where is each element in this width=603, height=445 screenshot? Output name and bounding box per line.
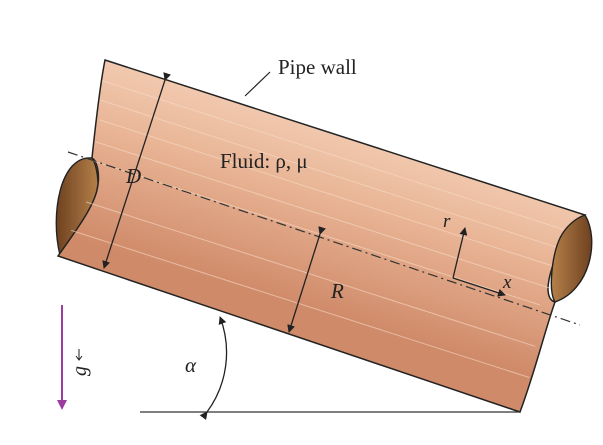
x-axis-arrow — [452, 277, 506, 297]
pipe-body — [56, 59, 587, 413]
x-axis-label: x — [502, 272, 512, 293]
angle-arc — [199, 316, 228, 421]
pipe-wall-label: Pipe wall — [278, 55, 357, 79]
fluid-label: Fluid: ρ, μ — [220, 149, 308, 173]
radius-label: R — [330, 279, 344, 303]
gravity-vector-overarrow — [75, 355, 83, 361]
angle-label: α — [185, 353, 197, 377]
right-pipe-end — [550, 214, 593, 303]
gravity-label: g — [69, 366, 91, 376]
diameter-label: D — [125, 164, 141, 188]
diameter-arrow — [102, 72, 171, 269]
radius-arrow — [287, 226, 326, 333]
pipe-wall-leader — [244, 71, 271, 97]
r-axis-arrow — [452, 227, 468, 279]
r-axis-label: r — [443, 211, 451, 232]
